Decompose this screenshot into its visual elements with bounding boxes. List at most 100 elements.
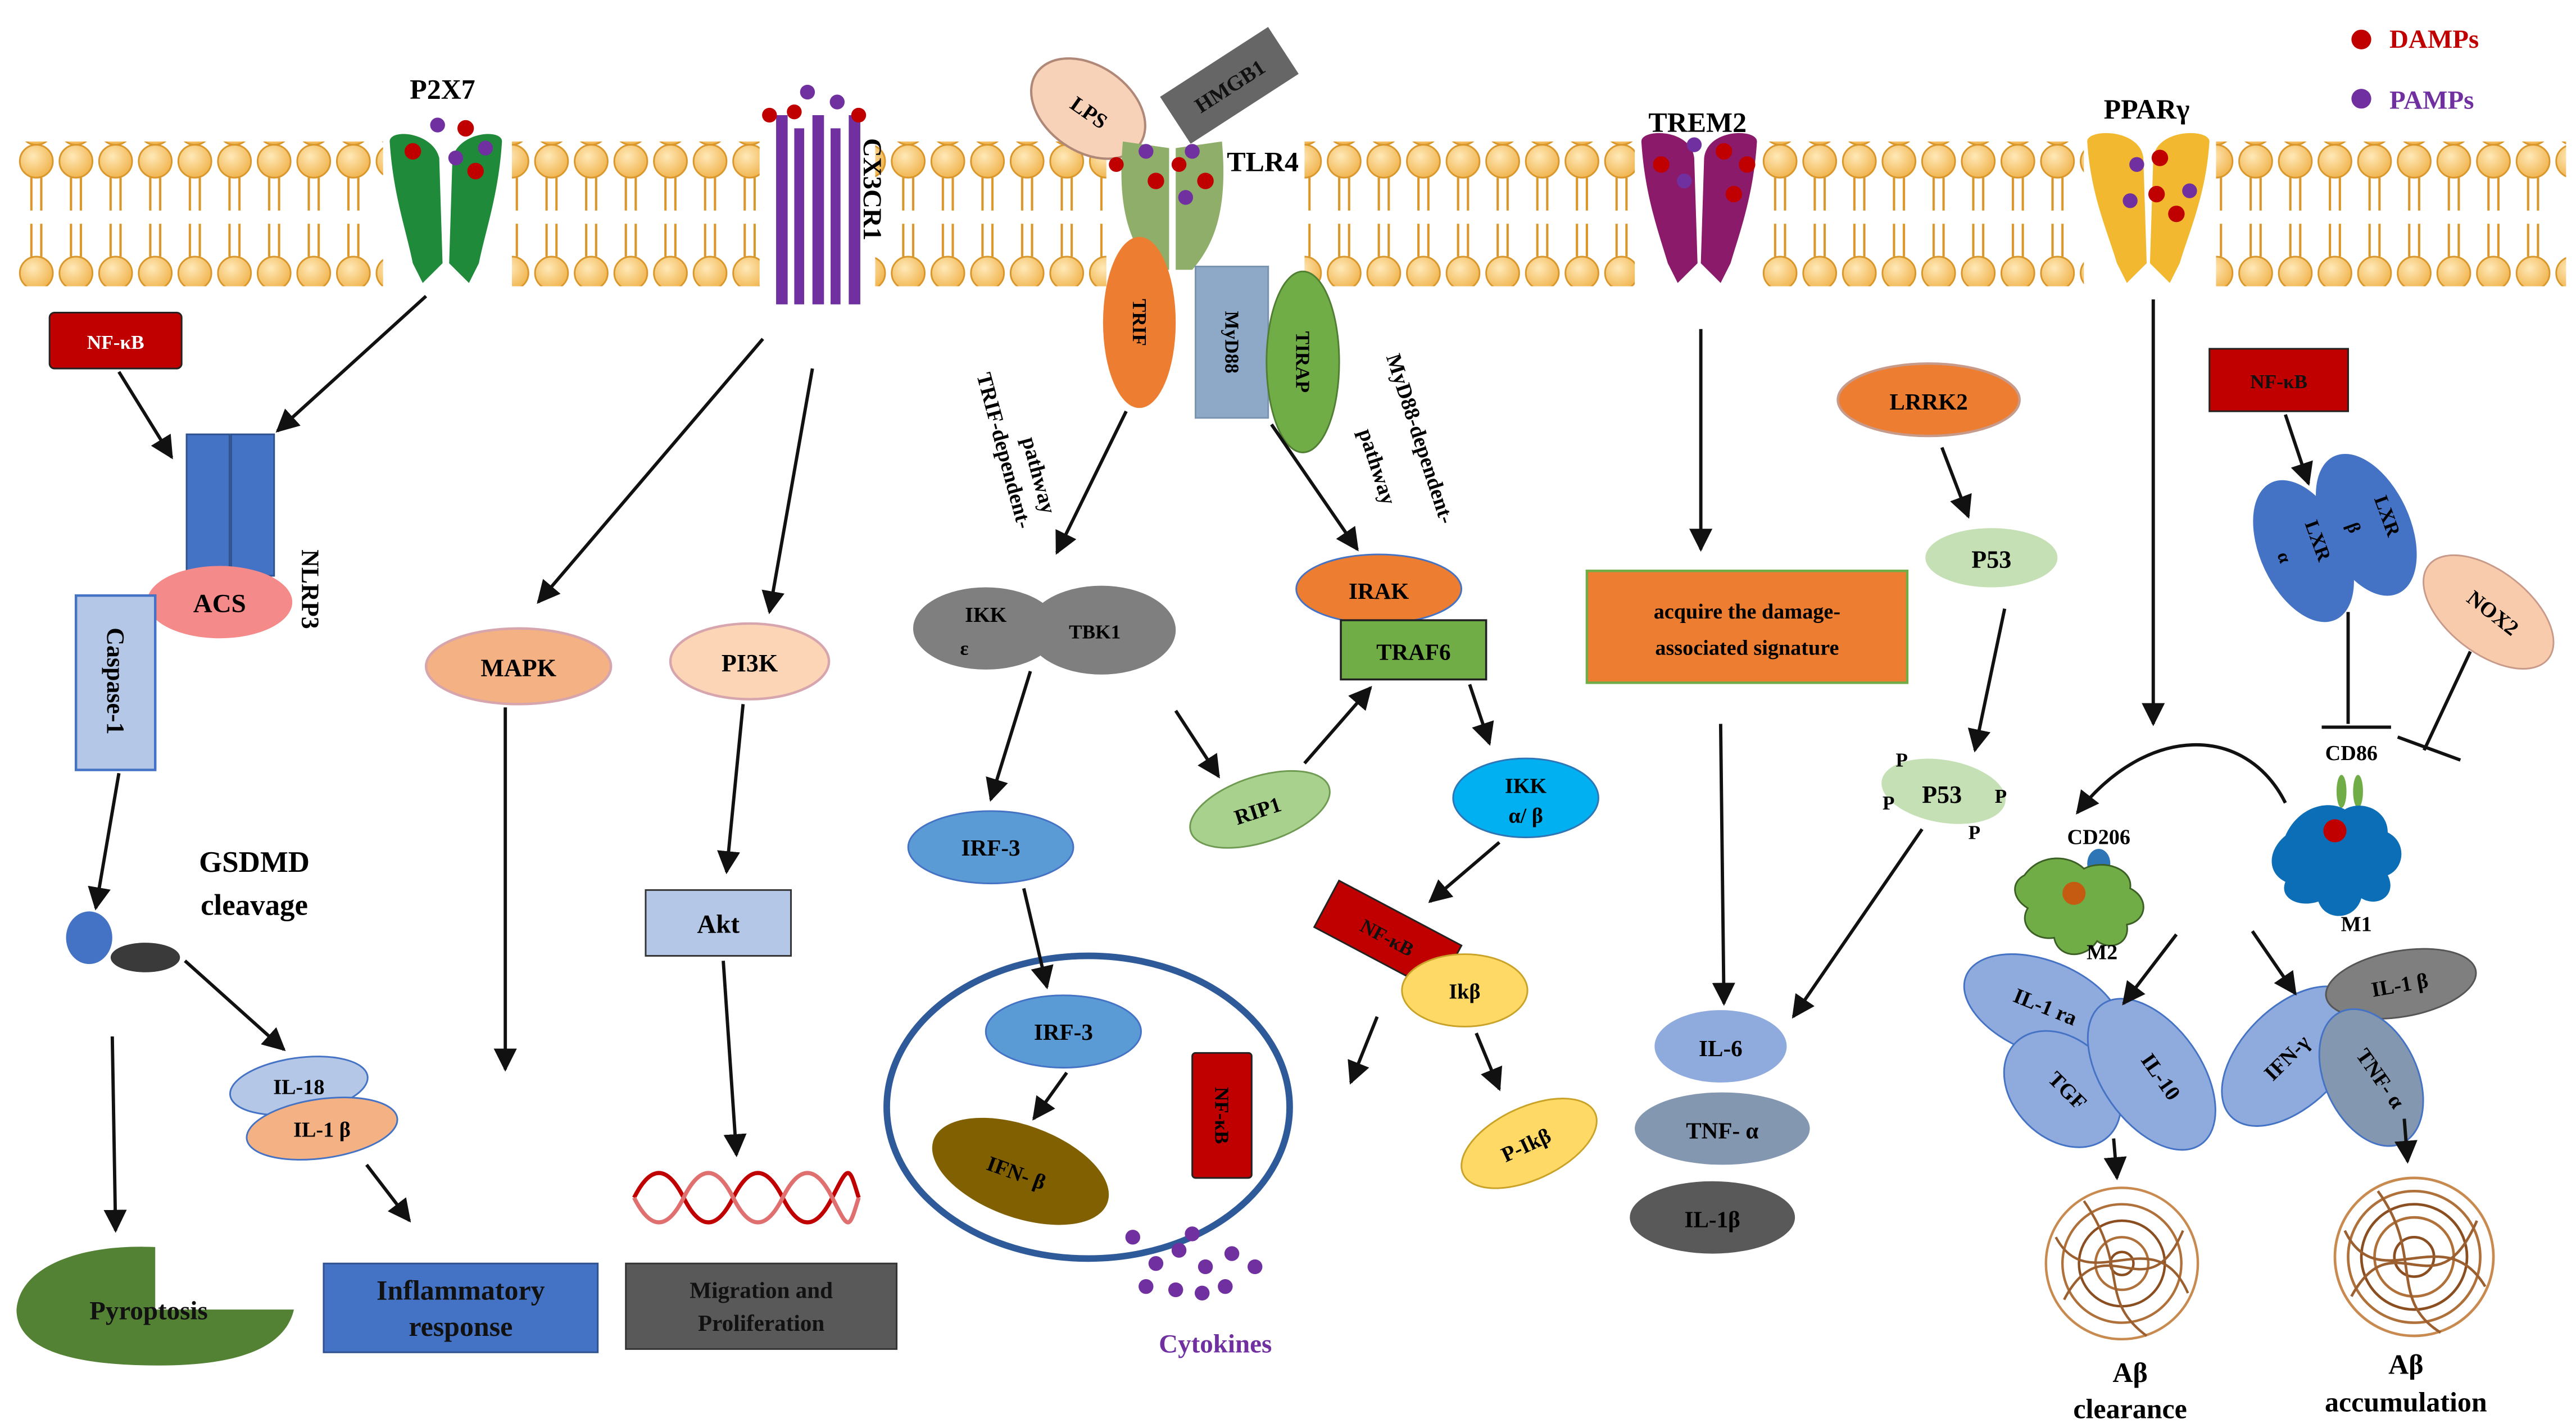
arrow — [365, 1163, 411, 1223]
p2x7-label: P2X7 — [410, 74, 475, 105]
irf3-node — [907, 810, 1074, 885]
il1b-label: IL-1β — [1685, 1207, 1740, 1233]
arrow — [2251, 930, 2297, 996]
tirap-node — [1266, 270, 1340, 453]
amyloid-plaque-accumulation — [2333, 1176, 2495, 1338]
arrow — [986, 670, 1032, 802]
il1b-label: IL-1 β — [293, 1118, 351, 1142]
arrow — [2076, 743, 2287, 815]
membrane-segment — [875, 141, 1106, 286]
arrow — [1468, 684, 1494, 746]
acs-label: ACS — [193, 589, 246, 618]
nlrp3-bar — [230, 433, 275, 577]
mapk-label: MAPK — [480, 654, 556, 682]
phospho-mark: P — [1895, 749, 1908, 771]
cd86-receptor — [2353, 775, 2363, 808]
inflammatory-response-box — [323, 1262, 599, 1353]
il18-label: IL-18 — [273, 1076, 324, 1099]
cx3cr1-label: CX3CR1 — [858, 138, 887, 240]
dna-helix-icon — [632, 1171, 861, 1225]
arrow — [275, 294, 428, 433]
clearance-label: Aβ — [2112, 1357, 2147, 1388]
trem2-receptor: TREM2 — [1641, 107, 1757, 283]
arrow — [1270, 423, 1359, 552]
nfkb-box — [48, 311, 183, 370]
arrow — [761, 368, 814, 615]
ikk-ab-node — [1452, 757, 1599, 839]
cytokine-dots — [1125, 1226, 1263, 1301]
irak-label: IRAK — [1349, 578, 1409, 604]
phospho-mark: P — [1969, 822, 1981, 844]
gsdmd-label: GSDMD — [199, 846, 310, 879]
irf3-nucleus-label: IRF-3 — [1034, 1019, 1093, 1045]
pyroptosis-shape — [16, 1247, 294, 1366]
arrow — [2284, 414, 2313, 486]
arrow — [722, 961, 747, 1157]
hmgb1-node — [1160, 27, 1299, 144]
cx3cr1-branch: MAPK PI3K Akt Migration and Proliferatio… — [424, 622, 898, 1350]
p53-phospho-label: P53 — [1922, 781, 1962, 808]
accumulation-label-line2: accumulation — [2325, 1387, 2487, 1418]
m1-label: M1 — [2341, 913, 2372, 936]
ikk-ab-label-line2: α/ β — [1508, 804, 1543, 827]
caspase-label: Caspase-1 — [102, 627, 129, 734]
myd88-label: MyD88 — [1221, 311, 1242, 374]
arrow — [2122, 933, 2178, 1006]
traf6-box — [1340, 619, 1487, 681]
il1b-node-ppar — [2325, 948, 2477, 1020]
arrow — [184, 959, 286, 1052]
arrow — [1303, 686, 1372, 765]
trem2-label: TREM2 — [1648, 107, 1747, 138]
lxr-beta-node — [2316, 453, 2417, 596]
signature-box — [1585, 570, 1909, 684]
m2-microglia — [2014, 857, 2144, 956]
m1-nucleus — [2323, 819, 2347, 843]
damps-legend-label: DAMPs — [2389, 25, 2479, 54]
nfkb-label: NF-κB — [87, 331, 144, 353]
cd206-label: CD206 — [2067, 825, 2130, 849]
il1b-node — [246, 1097, 398, 1161]
p53-label: P53 — [1971, 545, 2011, 573]
arrow — [1022, 888, 1054, 990]
il6-label: IL-6 — [1699, 1035, 1743, 1061]
traf6-label: TRAF6 — [1376, 639, 1450, 665]
gsdmd-label-line2: cleavage — [201, 889, 308, 921]
akt-label: Akt — [697, 910, 740, 939]
arrow — [2394, 1118, 2418, 1164]
amyloid-plaque-clearance — [2044, 1186, 2199, 1341]
nox2-node — [2423, 554, 2555, 670]
akt-box — [645, 889, 792, 957]
signature-label: acquire the damage- — [1654, 600, 1840, 624]
arrow — [1348, 1016, 1379, 1085]
pyroptosis-label: Pyroptosis — [89, 1297, 208, 1326]
arrow — [2103, 1138, 2127, 1180]
il6-node — [1654, 1010, 1787, 1083]
m1-microglia — [2271, 805, 2402, 916]
arrow — [1940, 447, 1972, 519]
arrow — [1055, 410, 1128, 555]
ppar-receptor: PPARγ — [2087, 94, 2210, 283]
tlr4-complex: LPS HMGB1 TLR4 — [1030, 27, 1299, 270]
lrrk2-node — [1836, 362, 2021, 438]
inhibition-line — [2422, 651, 2472, 751]
membrane-segment — [16, 141, 383, 286]
nfkb-box-ppar — [2208, 348, 2349, 412]
inflammatory-label-line2: response — [409, 1311, 513, 1342]
membrane-segment — [1304, 141, 1635, 286]
p2x7-branch: NF-κB ACS NLRP3 Caspase-1 GSDMD cleavage… — [16, 311, 599, 1366]
myd88-box — [1194, 265, 1269, 419]
nfkb-nucleus-box — [1191, 1052, 1253, 1179]
p2x7-receptor: P2X7 — [389, 74, 502, 283]
membrane-segment — [2216, 141, 2566, 286]
pamps-legend-dot — [2351, 89, 2371, 109]
gsdmd-c-fragment — [110, 943, 180, 972]
ppar-branch: NF-κB LXR α LXR β NOX2 CD86 M1 CD206 M2 … — [1963, 348, 2555, 1424]
p53-node — [1925, 528, 2058, 588]
tnfa-node — [1635, 1092, 1810, 1165]
lrrk2-label: LRRK2 — [1889, 389, 1967, 415]
ikk-epsilon-label-line2: ε — [960, 638, 969, 660]
trif-node — [1103, 237, 1176, 408]
tbk1-label: TBK1 — [1069, 621, 1121, 643]
arrow — [1475, 1033, 1503, 1092]
arrow — [1032, 1071, 1068, 1121]
